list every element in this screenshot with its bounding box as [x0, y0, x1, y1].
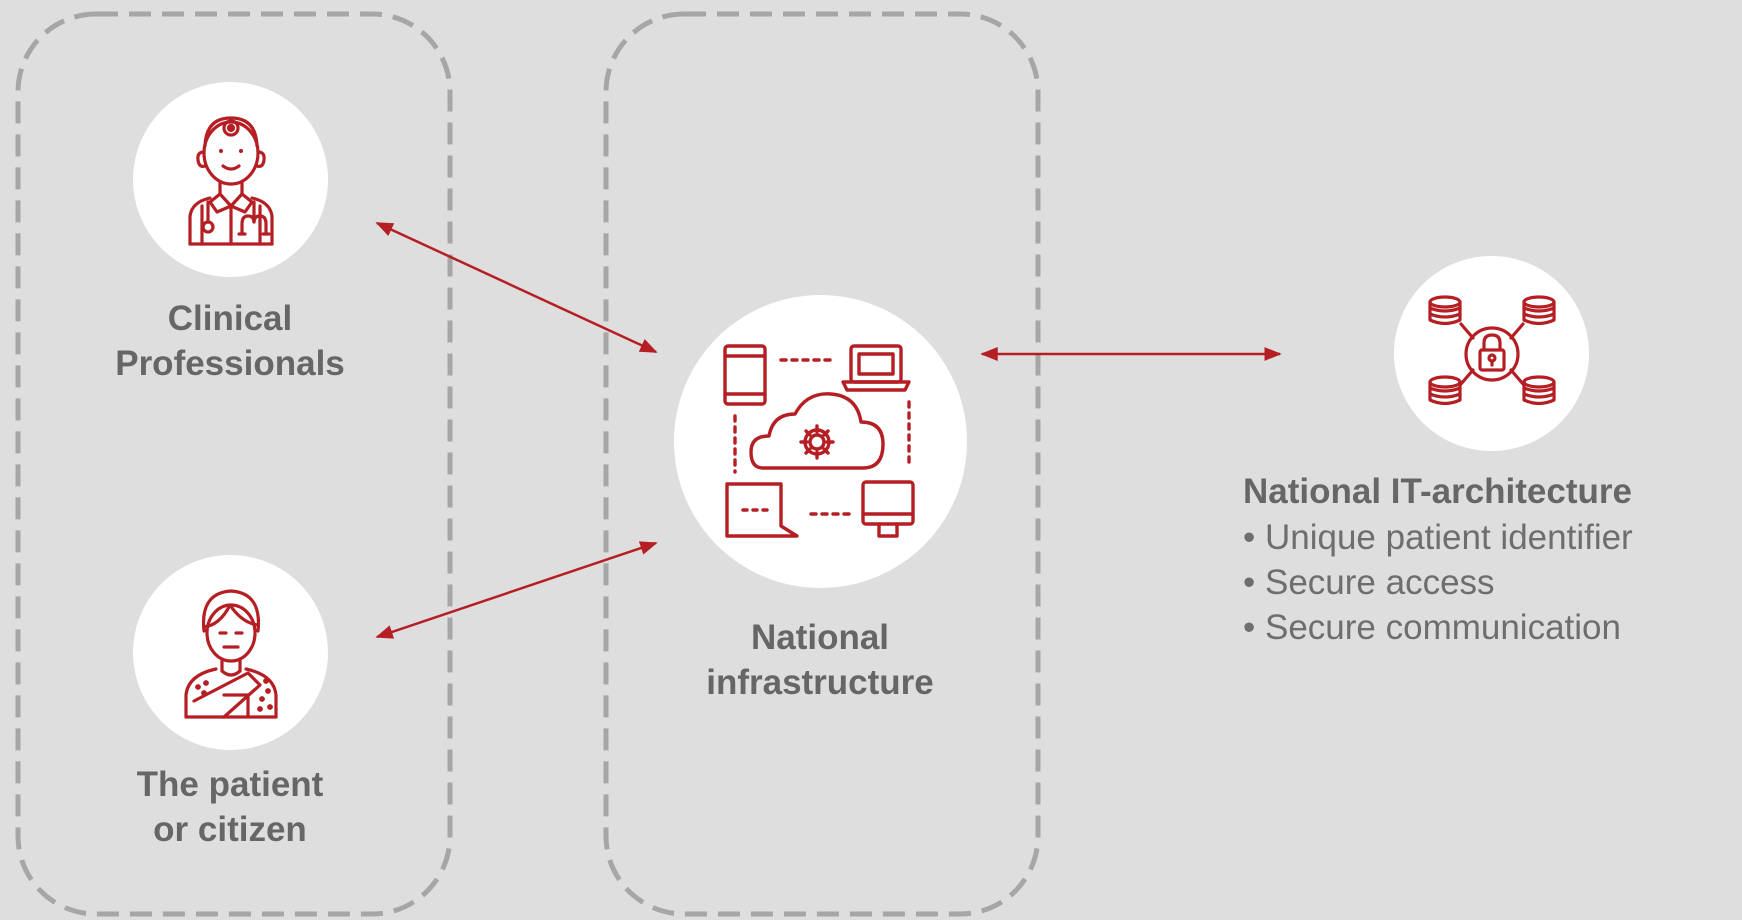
patient-label: The patient or citizen: [80, 762, 380, 852]
infrastructure-icon-circle: [674, 295, 967, 588]
patient-label-line1: The patient: [136, 765, 324, 804]
clinical-professionals-label: Clinical Professionals: [80, 296, 380, 386]
infrastructure-label-line2: infrastructure: [706, 663, 934, 702]
infrastructure-label: National infrastructure: [660, 615, 980, 705]
database-top-right-icon: [1521, 294, 1556, 325]
clinical-icon-circle: [133, 82, 328, 277]
arrow-clinical-infrastructure: [375, 221, 658, 354]
architecture-feature-item: • Unique patient identifier: [1243, 518, 1633, 557]
clinical-label-line1: Clinical: [167, 299, 293, 338]
infrastructure-label-line1: National: [750, 618, 890, 657]
clinical-label-line2: Professionals: [115, 344, 345, 383]
architecture-title: National IT-architecture: [1243, 472, 1632, 511]
architecture-feature-item: • Secure access: [1243, 563, 1495, 602]
secure-database-network-icon: [1427, 294, 1556, 405]
arrow-patient-infrastructure: [375, 541, 658, 639]
patient-icon-circle: [133, 555, 328, 750]
group-box-left: [15, 11, 453, 917]
group-box-middle: [603, 11, 1041, 917]
architecture-icon-circle: [1394, 256, 1589, 451]
patient-icon: [183, 588, 278, 719]
doctor-icon: [187, 115, 274, 246]
database-bottom-left-icon: [1427, 374, 1462, 405]
database-top-left-icon: [1427, 294, 1462, 325]
architecture-feature-list: • Unique patient identifier • Secure acc…: [1243, 515, 1633, 650]
patient-label-line2: or citizen: [153, 810, 307, 849]
cloud-network-icon: [722, 343, 915, 538]
database-bottom-right-icon: [1521, 374, 1556, 405]
architecture-feature-item: • Secure communication: [1243, 608, 1621, 647]
